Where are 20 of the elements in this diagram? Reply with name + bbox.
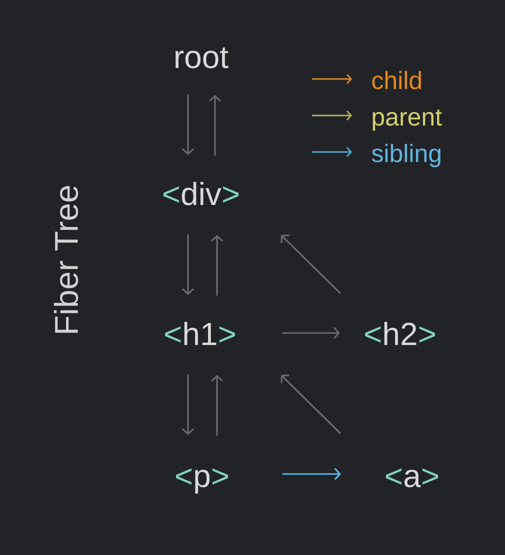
tag-label: <p>: [176, 468, 228, 494]
arrow: [282, 468, 341, 480]
tag-label: <h2>: [365, 322, 435, 345]
tag-label: <a>: [386, 468, 438, 488]
tag-label: root: [176, 47, 228, 68]
arrow: [280, 374, 341, 434]
arrow: [182, 94, 194, 155]
arrow: [210, 375, 224, 436]
arrow: [280, 234, 341, 294]
arrow: [210, 235, 224, 296]
tag-label: <h1>: [165, 322, 235, 345]
legend-label: parent: [372, 109, 442, 131]
title: Fiber Tree: [54, 186, 78, 333]
tag-label: <div>: [163, 182, 239, 206]
arrow: [182, 374, 194, 435]
legend-label: sibling: [372, 144, 440, 168]
arrow: [282, 326, 340, 340]
legend-label: child: [372, 70, 421, 90]
arrow: [182, 234, 194, 295]
arrow: [208, 95, 222, 156]
